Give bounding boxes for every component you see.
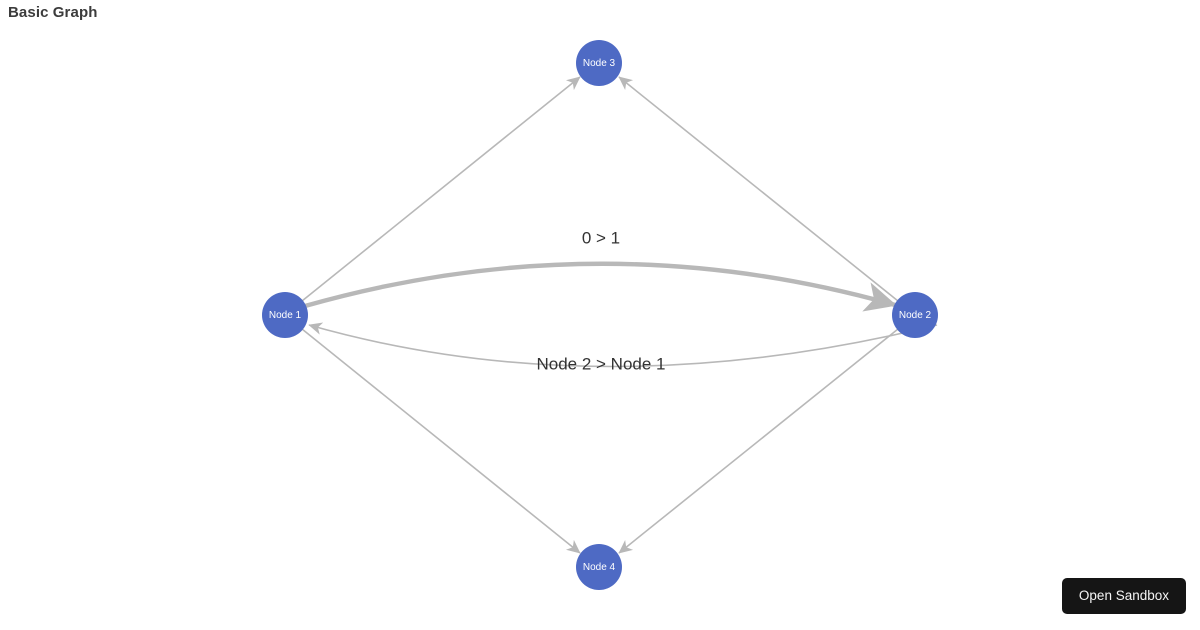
edge-node1-node2[interactable] [304,261,897,312]
graph-node-node2[interactable]: Node 2 [892,292,938,338]
node-circle-node4[interactable] [576,544,622,590]
node-circle-node1[interactable] [262,292,308,338]
edge-label-node1-node2: 0 > 1 [582,228,620,247]
edge-node2-node3[interactable] [618,76,899,302]
node-label-node2: Node 2 [899,310,932,321]
node-circle-node3[interactable] [576,40,622,86]
edge-node2-node1[interactable] [308,322,938,368]
node-circle-node2[interactable] [892,292,938,338]
node-label-node1: Node 1 [269,310,302,321]
graph-node-node1[interactable]: Node 1 [262,292,308,338]
graph-node-node4[interactable]: Node 4 [576,544,622,590]
open-sandbox-button[interactable]: Open Sandbox [1061,578,1186,614]
edge-layer [301,76,938,554]
graph-node-node3[interactable]: Node 3 [576,40,622,86]
page-title: Basic Graph [8,4,98,21]
edge-label-node2-node1: Node 2 > Node 1 [536,354,665,373]
node-label-node4: Node 4 [583,562,616,573]
edge-label-layer: 0 > 1 Node 2 > Node 1 [536,228,665,373]
node-label-node3: Node 3 [583,58,616,69]
node-layer: Node 3 Node 1 Node 2 Node 4 [262,40,938,590]
edge-node2-node4[interactable] [618,328,899,554]
edge-node1-node4[interactable] [301,328,581,554]
edge-node1-node3[interactable] [301,76,581,302]
